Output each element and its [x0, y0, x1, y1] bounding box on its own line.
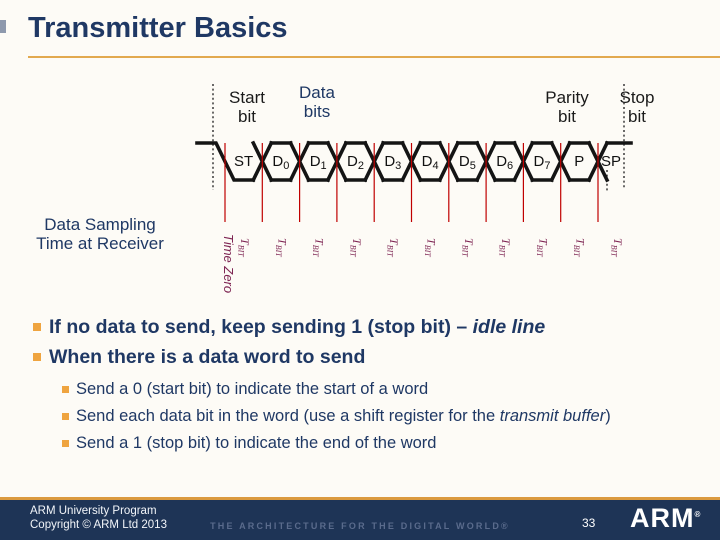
sub-bullet-text: Send a 1 (stop bit) to indicate the end …: [76, 434, 437, 452]
footer-bar: ARM University Program Copyright © ARM L…: [0, 500, 720, 540]
tbit-label: TBIT: [386, 238, 402, 257]
bullet-text: If no data to send, keep sending 1 (stop…: [49, 316, 546, 338]
bullet-square-icon: [62, 386, 69, 393]
cell-label-d1: D1: [310, 153, 327, 172]
bullet-square-icon: [33, 353, 41, 361]
stop-bit-label-line1: Stop: [619, 88, 655, 107]
sub-bullet-list: Send a 0 (start bit) to indicate the sta…: [62, 376, 683, 457]
parity-bit-label-line2: bit: [558, 107, 576, 126]
tbit-label: TBIT: [274, 238, 290, 257]
start-bit-label-line1: Start: [229, 88, 265, 107]
cell-label-parity: P: [574, 153, 584, 170]
cell-label-start: ST: [234, 153, 253, 170]
footer-program-block: ARM University Program Copyright © ARM L…: [30, 504, 167, 532]
sub-bullet-data-bits: Send each data bit in the word (use a sh…: [62, 403, 662, 430]
parity-bit-label: Parity bit: [538, 88, 596, 126]
bullet-square-icon: [62, 440, 69, 447]
footer-copyright: Copyright © ARM Ltd 2013: [30, 519, 167, 531]
slide-edge-mark: [0, 20, 6, 33]
sampling-time-label: Data Sampling Time at Receiver: [20, 215, 180, 253]
cell-label-d2: D2: [347, 153, 364, 172]
tbit-label: TBIT: [498, 238, 513, 257]
registered-mark: ®: [694, 510, 702, 519]
tbit-label: TBIT: [237, 238, 253, 257]
tbit-label: TBIT: [535, 238, 551, 257]
cell-label-d6: D6: [496, 153, 513, 172]
bullet-square-icon: [62, 413, 69, 420]
stop-bit-label: Stop bit: [610, 88, 664, 126]
start-bit-label-line2: bit: [238, 107, 256, 126]
time-zero-label: Time Zero: [221, 234, 236, 293]
title-underline: [28, 56, 720, 58]
sub-bullet-stop-bit: Send a 1 (stop bit) to indicate the end …: [62, 430, 662, 457]
cell-label-d7: D7: [534, 153, 551, 172]
start-bit-label: Start bit: [220, 88, 274, 126]
cell-label-d4: D4: [422, 153, 439, 172]
sub-bullet-text: Send each data bit in the word (use a sh…: [76, 407, 611, 425]
tbit-label: TBIT: [460, 238, 476, 257]
cell-label-d3: D3: [384, 153, 401, 172]
page-number: 33: [582, 516, 596, 530]
cell-label-d5: D5: [459, 153, 476, 172]
tbit-label: TBIT: [610, 238, 626, 257]
tbit-label: TBIT: [311, 238, 327, 257]
bullet-list: If no data to send, keep sending 1 (stop…: [33, 316, 683, 457]
stop-bit-label-line2: bit: [628, 107, 646, 126]
sampling-time-label-line1: Data Sampling: [44, 215, 156, 234]
data-bits-label-line1: Data: [299, 83, 335, 102]
footer-accent-rule: [0, 497, 720, 500]
tbit-label: TBIT: [572, 238, 588, 257]
sub-bullet-text: Send a 0 (start bit) to indicate the sta…: [76, 380, 429, 398]
bullet-data-word: When there is a data word to send: [33, 346, 683, 368]
cell-label-d0: D0: [272, 153, 289, 172]
footer-tagline: THE ARCHITECTURE FOR THE DIGITAL WORLD®: [210, 521, 510, 531]
page-title: Transmitter Basics: [28, 12, 288, 44]
tbit-label: TBIT: [348, 238, 364, 257]
data-bits-label: Data bits: [290, 83, 344, 121]
cell-label-stop: SP: [601, 153, 621, 170]
sub-bullet-start-bit: Send a 0 (start bit) to indicate the sta…: [62, 376, 662, 403]
bullet-idle-line: If no data to send, keep sending 1 (stop…: [33, 316, 683, 338]
footer-program: ARM University Program: [30, 505, 157, 517]
tbit-label: TBIT: [423, 238, 439, 257]
bullet-text: When there is a data word to send: [49, 346, 366, 368]
data-bits-label-line2: bits: [303, 102, 331, 121]
uart-frame-diagram: ST D0 D1 D2 D3 D4 D5 D6 D7 P SP Time Zer…: [195, 84, 633, 293]
sample-time-lines: [224, 143, 599, 222]
bullet-square-icon: [33, 323, 41, 331]
parity-bit-label-line1: Parity: [545, 88, 589, 107]
sampling-time-label-line2: Time at Receiver: [36, 234, 164, 253]
arm-logo: ARM®: [630, 503, 702, 533]
